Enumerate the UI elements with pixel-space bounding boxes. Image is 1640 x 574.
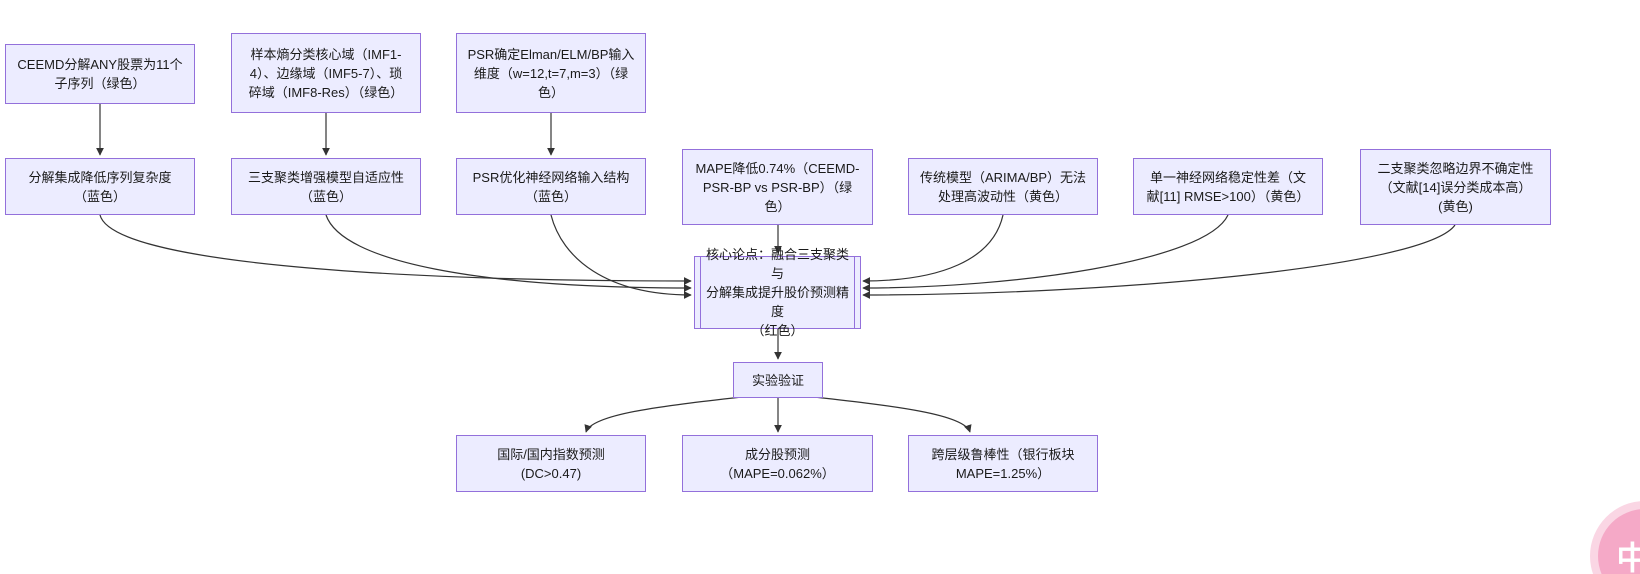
- node-two-way-clustering-limit: 二支聚类忽略边界不确定性 （文献[14]误分类成本高） (黄色): [1360, 149, 1551, 225]
- edge-experiment-indexpred: [584, 396, 743, 433]
- edge-decomp-core: [99, 214, 692, 285]
- node-decomposition-ensemble: 分解集成降低序列复杂度 （蓝色）: [5, 158, 195, 215]
- node-experiment-validation: 实验验证: [733, 362, 823, 398]
- node-traditional-model-limit: 传统模型（ARIMA/BP）无法 处理高波动性（黄色）: [908, 158, 1098, 215]
- edge-threeway-core: [325, 214, 692, 292]
- node-index-prediction: 国际/国内指数预测 (DC>0.47): [456, 435, 646, 492]
- node-psr-input-dimension: PSR确定Elman/ELM/BP输入 维度（w=12,t=7,m=3）（绿 色…: [456, 33, 646, 113]
- node-three-way-clustering: 三支聚类增强模型自适应性 （蓝色）: [231, 158, 421, 215]
- node-sample-entropy: 样本熵分类核心域（IMF1- 4）、边缘域（IMF5-7）、琐 碎域（IMF8-…: [231, 33, 421, 113]
- edge-twoway-core: [862, 224, 1456, 299]
- node-cross-level-robustness: 跨层级鲁棒性（银行板块 MAPE=1.25%）: [908, 435, 1098, 492]
- node-component-stock-prediction: 成分股预测 （MAPE=0.062%）: [682, 435, 873, 492]
- node-single-nn-instability: 单一神经网络稳定性差（文 献[11] RMSE>100）（黄色）: [1133, 158, 1323, 215]
- node-core-thesis: 核心论点：融合三支聚类与 分解集成提升股价预测精度 （红色）: [694, 247, 861, 338]
- edge-experiment-robustness: [813, 396, 972, 433]
- edge-traditional-core: [862, 214, 1004, 285]
- node-psr-optimization: PSR优化神经网络输入结构 （蓝色）: [456, 158, 646, 215]
- translate-button[interactable]: 中A: [1598, 509, 1640, 574]
- edge-psropt-core: [550, 214, 692, 299]
- node-ceemd-decompose: CEEMD分解ANY股票为11个 子序列（绿色）: [5, 44, 195, 104]
- node-mape-reduction: MAPE降低0.74%（CEEMD- PSR-BP vs PSR-BP）（绿 色…: [682, 149, 873, 225]
- edge-singlenn-core: [862, 214, 1229, 292]
